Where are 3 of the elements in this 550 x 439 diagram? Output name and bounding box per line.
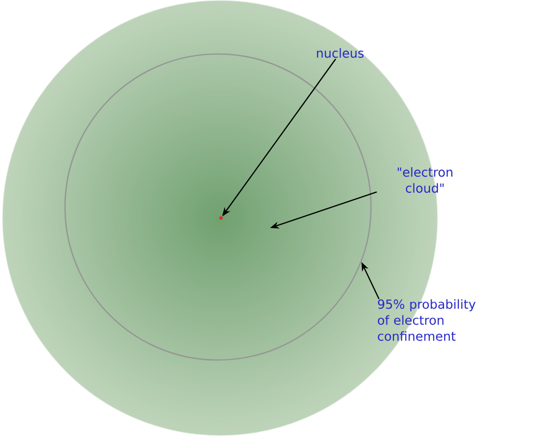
text-label: nucleus xyxy=(316,48,364,58)
text-label: 95% probability of electron confinement xyxy=(378,299,476,341)
text-label: "electron cloud" xyxy=(398,167,452,193)
